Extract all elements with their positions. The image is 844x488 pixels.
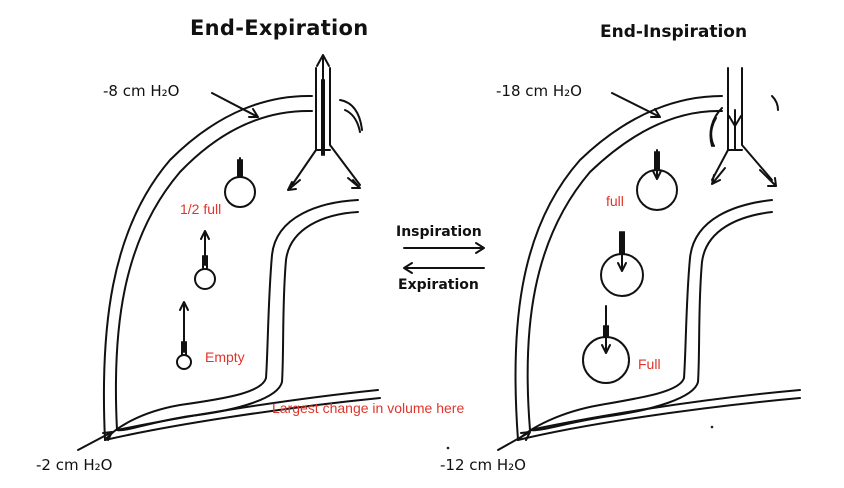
annotation-empty: Empty: [205, 349, 245, 365]
left-alveolus-mid-stalk: [202, 255, 208, 269]
right-lung: [497, 67, 801, 451]
left-alveolus-top: [224, 176, 256, 208]
right-mediastinum-outer: [517, 199, 773, 441]
annotation-full-top: full: [606, 193, 624, 209]
right-alveolus-top-stalk: [654, 151, 660, 171]
left-lung: [77, 54, 381, 451]
left-alveolus-mid-arrow: [200, 230, 210, 266]
right-branch-curve: [709, 95, 779, 147]
left-pleura-inner: [114, 109, 313, 431]
left-alveolus-bottom-arrow: [179, 301, 189, 353]
right-trachea: [711, 67, 773, 181]
right-top-pointer: [611, 92, 661, 118]
annotation-half-full: 1/2 full: [180, 201, 222, 217]
pressure-left-top: -8 cm H₂O: [103, 82, 180, 100]
left-base-inner: [116, 389, 379, 431]
speck-1: [446, 446, 450, 450]
pressure-right-top: -18 cm H₂O: [496, 82, 582, 100]
title-end-inspiration: End-Inspiration: [600, 22, 748, 42]
left-base-outer: [104, 397, 381, 441]
left-top-pointer: [211, 92, 259, 118]
left-pleura-outer: [102, 94, 313, 441]
left-trachea-inner: [321, 79, 325, 156]
pressure-right-bottom: -12 cm H₂O: [440, 456, 526, 474]
inspiration-arrow: [403, 242, 485, 254]
left-alveolus-mid: [194, 268, 216, 290]
annotation-largest-change: Largest change in volume here: [272, 400, 465, 416]
right-alveolus-bottom-stalk: [603, 325, 609, 338]
right-alveolus-top-arrow: [652, 149, 662, 180]
left-bronchus-arrows: [287, 177, 361, 191]
speck-2: [710, 425, 714, 429]
left-alveolus-bottom-stalk: [181, 341, 187, 356]
right-pleura-inner: [526, 109, 723, 431]
left-bottom-pointer: [77, 431, 113, 451]
left-branch-curve: [339, 99, 363, 133]
left-airflow-arrow: [316, 54, 330, 93]
annotation-full-bottom: Full: [638, 356, 661, 372]
right-mediastinum-inner: [529, 211, 773, 432]
right-alveolus-mid-arrow: [617, 231, 627, 272]
pressure-left-bottom: -2 cm H₂O: [36, 456, 113, 474]
right-base-outer: [517, 397, 801, 441]
title-end-expiration: End-Expiration: [190, 16, 369, 40]
right-pleura-outer: [514, 95, 723, 441]
left-alveolus-bottom: [176, 354, 192, 370]
inspiration-label: Inspiration: [396, 224, 482, 240]
left-alveolus-top-stalk: [237, 159, 243, 177]
left-mediastinum-outer: [104, 199, 359, 441]
right-airflow-arrow: [728, 109, 742, 151]
right-base-inner: [529, 389, 801, 431]
right-alveolus-mid-stalk: [619, 231, 625, 255]
right-bottom-pointer: [497, 431, 531, 451]
expiration-arrow: [403, 262, 485, 274]
left-trachea: [291, 67, 361, 186]
expiration-label: Expiration: [398, 277, 479, 293]
left-mediastinum-inner: [116, 211, 359, 432]
right-alveolus-bottom-arrow: [601, 305, 611, 354]
right-bronchus-arrows: [711, 167, 777, 187]
